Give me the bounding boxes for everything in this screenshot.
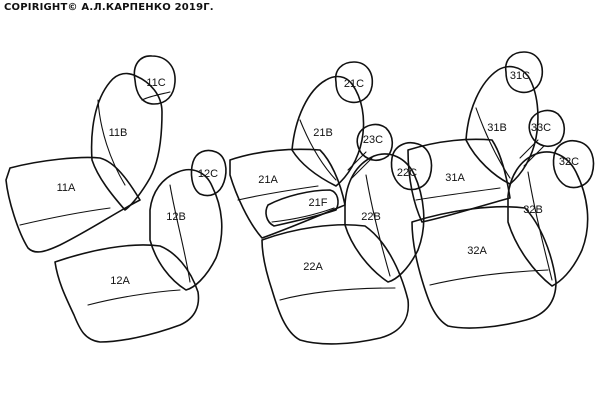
label-32c: 32C [559,156,579,168]
label-33c: 33C [531,122,551,134]
part-21a-outline [229,148,346,239]
label-12c: 12C [198,168,218,180]
label-11b: 11B [109,127,128,139]
label-32b: 32B [523,204,543,216]
seat-1-front [54,149,227,343]
part-21f-seam [271,207,335,223]
part-22a-outline [261,223,410,345]
copyright-notice: COPIRIGHT© А.Л.КАРПЕНКО 2019Г. [4,2,214,13]
label-21b: 21B [313,127,333,139]
label-21a: 21A [258,174,278,186]
part-22a-seam [279,287,396,301]
label-12a: 12A [110,275,130,287]
part-23c-strut [347,151,373,179]
label-21c: 21C [344,78,364,90]
seat-3-front [411,140,595,329]
part-32b-outline [507,151,589,287]
part-11c-seam [141,91,171,101]
seat-3-rear [407,51,566,223]
label-22b: 22B [361,211,381,223]
part-31b-seam [475,107,511,179]
label-11c: 11C [146,77,165,89]
label-22a: 22A [303,261,323,273]
part-32c-outline [552,140,595,189]
part-32b-seam [527,171,553,281]
label-21f: 21F [309,197,328,209]
part-32a-outline [411,205,557,329]
part-21f-outline [265,189,339,227]
part-21c-outline [334,61,374,104]
label-31b: 31B [487,122,507,134]
label-22c: 22C [397,167,417,179]
part-32a-seam [429,269,549,286]
label-31a: 31A [445,172,465,184]
part-12a-seam [87,289,181,306]
part-12b-outline [149,168,223,291]
part-22c-outline [390,142,433,191]
part-21b-outline [291,75,365,187]
seat-1-rear [5,55,176,253]
part-22b-seam [365,174,391,277]
part-11a-outline [5,156,141,253]
part-11a-seam [19,207,111,226]
part-33c-outline [528,109,566,148]
part-21b-seam [299,119,337,181]
part-31b-outline [465,65,539,185]
part-labels: 11C 11B 11A 12C 12B 12A 21C 21B 21A 21F … [57,70,580,287]
seat-2-rear [229,61,394,239]
label-11a: 11A [57,182,76,194]
part-33c-strut [519,139,545,167]
part-21a-seam [237,185,319,201]
part-11c-outline [133,55,176,105]
part-12a-outline [54,244,200,343]
part-31a-seam [415,187,501,201]
part-23c-outline [356,123,394,162]
part-12b-seam [169,184,191,283]
label-31c: 31C [510,70,530,82]
part-11b-outline [90,72,163,211]
label-12b: 12B [166,211,186,223]
part-12c-outline [190,149,227,197]
label-23c: 23C [363,134,383,146]
part-31c-outline [504,51,544,94]
part-11b-seam [97,99,126,186]
label-32a: 32A [467,245,487,257]
